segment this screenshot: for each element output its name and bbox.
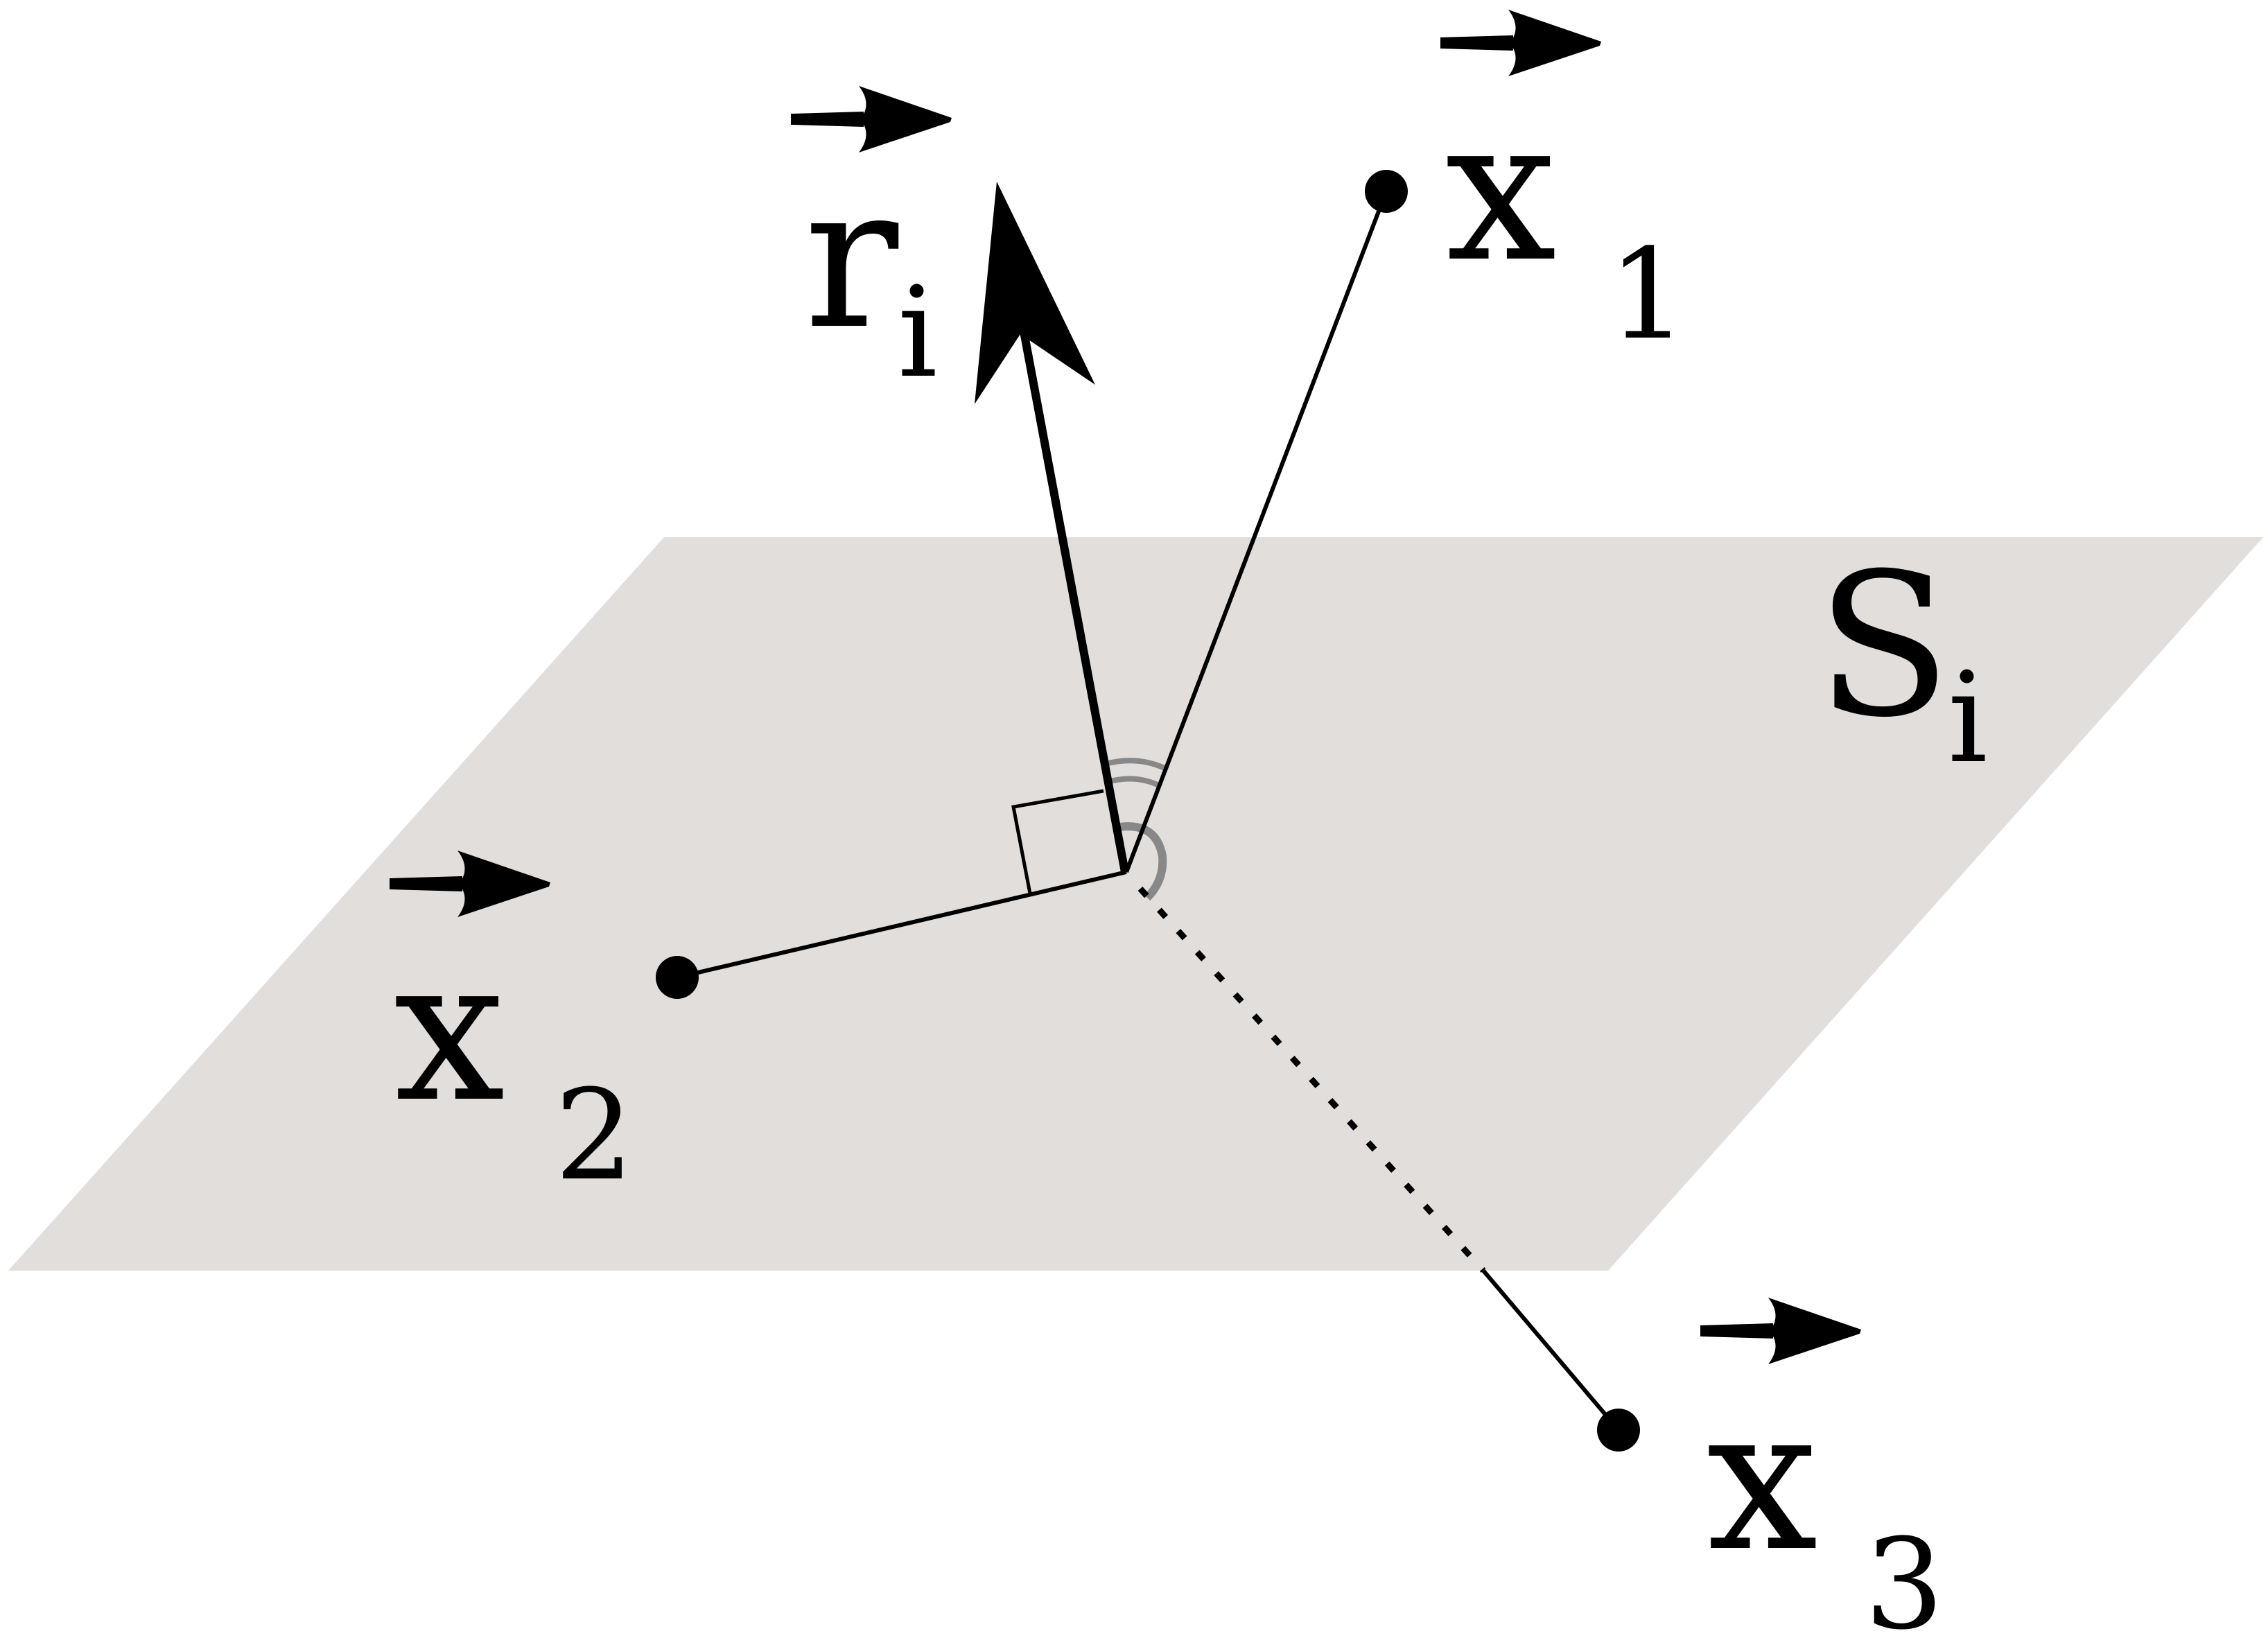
label-x1-sub: 1 — [1608, 223, 1688, 367]
normal-vector-shaft — [1013, 297, 1129, 873]
label-x3-sub: 3 — [1865, 1513, 1944, 1638]
point-x3 — [1597, 1409, 1640, 1452]
label-s-main: S — [1816, 531, 1951, 761]
segment-x3 — [1481, 1269, 1621, 1431]
label-plane-s-i: S i — [1816, 531, 1988, 791]
label-x2-main: x — [394, 916, 505, 1146]
angle-arc-lower — [1119, 822, 1167, 901]
vector-arrow-icon — [1700, 1298, 1861, 1364]
label-x1-main: x — [1445, 76, 1557, 306]
label-r-sub: i — [898, 261, 938, 406]
normal-vector-head — [975, 182, 1095, 404]
label-r-i: r i — [791, 86, 952, 406]
segment-x2 — [677, 870, 1127, 979]
right-angle-marker — [1011, 789, 1104, 894]
plane-si — [8, 537, 2263, 1271]
angle-arc-inner — [1106, 776, 1160, 788]
angle-arc-outer — [1104, 758, 1166, 771]
label-x-3: x 3 — [1700, 1298, 1944, 1638]
label-r-main: r — [804, 143, 900, 373]
label-s-sub: i — [1948, 646, 1988, 791]
segment-x3-hidden — [1137, 886, 1486, 1273]
label-x-2: x 2 — [390, 851, 634, 1208]
label-x3-main: x — [1707, 1365, 1818, 1595]
point-x1 — [1365, 170, 1408, 213]
point-x2 — [656, 956, 699, 999]
label-x-1: x 1 — [1440, 10, 1688, 367]
vector-arrow-icon — [1440, 10, 1601, 76]
segment-x1 — [1124, 190, 1388, 873]
label-x2-sub: 2 — [555, 1063, 634, 1208]
